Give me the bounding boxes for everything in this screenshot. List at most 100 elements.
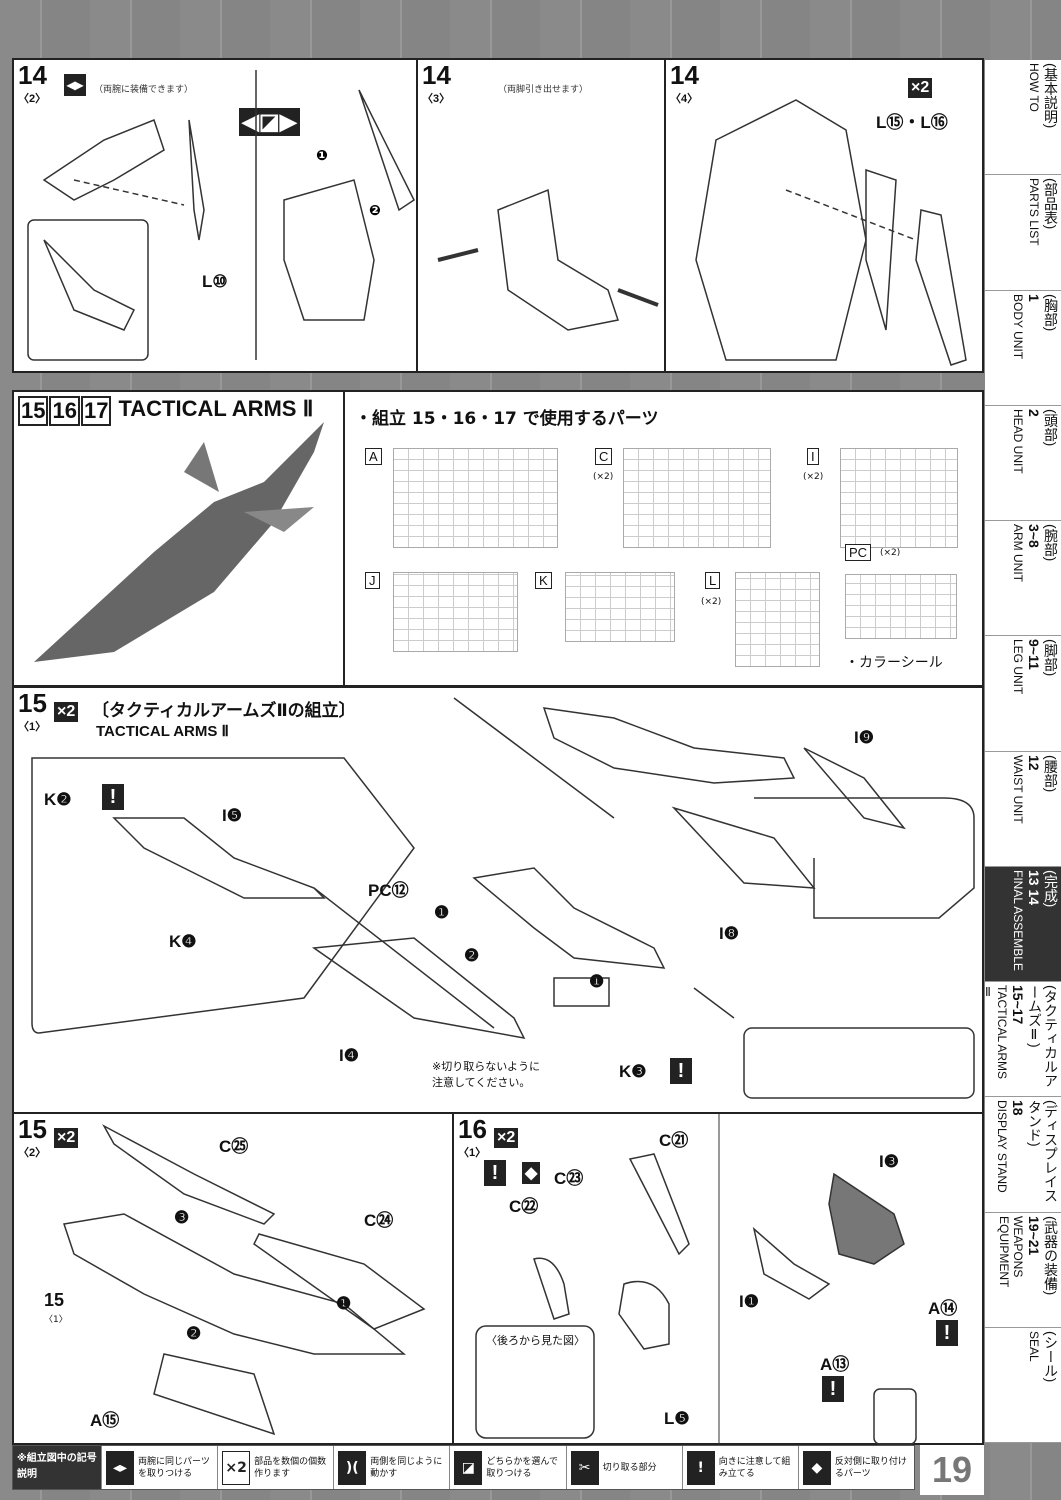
tab-jp: (ディスプレイスタンド) bbox=[1027, 1100, 1059, 1203]
step-14-2-panel: 14 〈2〉 ◂▸ （両腕に装備できます） L⑩ ◀◪▶ ❶ ❷ bbox=[12, 58, 418, 373]
legend-item: )(両側を同じように動かす bbox=[333, 1446, 449, 1489]
runner-label-k: K bbox=[535, 572, 552, 589]
tab-en: TACTICAL ARMS Ⅱ bbox=[981, 985, 1009, 1080]
legend-symbol-icon: ◪ bbox=[454, 1450, 483, 1485]
step-number: 14 bbox=[670, 60, 699, 90]
sidebar-tab[interactable]: (部品表)PARTS LIST bbox=[985, 175, 1061, 291]
multiply-icon: ×2 bbox=[494, 1128, 519, 1148]
parts-runner-panel: ・組立 15・16・17 で使用するパーツ A C (×2) I (×2) J … bbox=[343, 390, 984, 687]
tab-jp: (頭部) bbox=[1043, 408, 1059, 447]
runner-l bbox=[735, 572, 820, 667]
part-label: K❹ bbox=[169, 932, 197, 951]
legend-symbol-icon: ◂▸ bbox=[106, 1450, 134, 1485]
legend-symbol-icon: ! bbox=[686, 1450, 715, 1485]
caution-icon: ! bbox=[484, 1160, 506, 1186]
runner-pc bbox=[845, 574, 957, 639]
tab-en: ARM UNIT bbox=[1011, 524, 1025, 582]
sidebar-tab[interactable]: (基本説明)HOW TO bbox=[985, 60, 1061, 176]
part-label: C㉔ bbox=[364, 1211, 394, 1230]
tab-en: WAIST UNIT bbox=[1011, 754, 1025, 824]
step-marker: ❶ bbox=[316, 148, 328, 164]
sidebar-tab[interactable]: (シール)SEAL bbox=[985, 1328, 1061, 1443]
runner-label-pc: PC bbox=[845, 544, 872, 561]
section-title: TACTICAL ARMS Ⅱ bbox=[118, 396, 314, 421]
substep: 〈1〉 bbox=[18, 721, 47, 733]
runner-label-c: C bbox=[595, 448, 613, 465]
runner-c bbox=[623, 448, 771, 548]
tab-en: LEG UNIT bbox=[1011, 639, 1025, 695]
legend-text: 両側を同じように動かす bbox=[370, 1456, 443, 1479]
part-label: I❺ bbox=[222, 806, 242, 825]
assembly-illustration bbox=[63, 1124, 426, 1436]
step-number: 16 bbox=[458, 1114, 487, 1144]
note: （両腕に装備できます） bbox=[94, 85, 194, 95]
part-label: I❽ bbox=[719, 924, 739, 943]
runner-count: (×2) bbox=[701, 597, 722, 607]
parts-heading: ・組立 15・16・17 で使用するパーツ bbox=[355, 409, 659, 429]
part-label: PC⑫ bbox=[368, 881, 409, 900]
part-label: A⑮ bbox=[90, 1411, 120, 1430]
step-marker: ❶ bbox=[336, 1294, 352, 1313]
step-marker: ❷ bbox=[464, 946, 480, 965]
legend-text: 両腕に同じパーツを取りつける bbox=[138, 1456, 210, 1479]
runner-count: (×2) bbox=[593, 472, 614, 482]
assembly-illustration bbox=[31, 697, 975, 1099]
step-number: 17 bbox=[80, 396, 112, 426]
substep: 〈2〉 bbox=[18, 93, 47, 105]
tab-jp: (腰部) bbox=[1043, 754, 1059, 792]
part-label: I❶ bbox=[739, 1292, 759, 1311]
legend-heading: ※組立図中の記号説明 bbox=[13, 1446, 101, 1489]
tab-en: HEAD UNIT bbox=[1011, 408, 1025, 474]
legend-symbol-icon: ✂ bbox=[570, 1450, 599, 1485]
part-label: I❹ bbox=[339, 1046, 359, 1065]
step-15-1-panel: 15 〈1〉 ×2 〔タクティカルアームズⅡの組立〕 TACTICAL ARMS… bbox=[12, 686, 984, 1114]
tab-jp: (シール) bbox=[1043, 1330, 1059, 1383]
tab-jp: (武器の装備) bbox=[1043, 1215, 1059, 1295]
tab-en: SEAL bbox=[1027, 1330, 1041, 1362]
step-marker: ❸ bbox=[174, 1208, 190, 1227]
step-title-jp: 〔タクティカルアームズⅡの組立〕 bbox=[92, 701, 356, 721]
runner-i bbox=[840, 448, 958, 548]
part-label: C㉑ bbox=[659, 1131, 689, 1150]
both-arms-icon: ◂▸ bbox=[64, 74, 87, 96]
runner-label-i: I bbox=[807, 448, 819, 465]
substep: 〈2〉 bbox=[18, 1147, 47, 1159]
step-marker: ❷ bbox=[186, 1324, 202, 1343]
part-label: A⑬ bbox=[820, 1355, 850, 1374]
multiply-icon: ×2 bbox=[54, 702, 79, 722]
tab-jp: (完成) bbox=[1043, 869, 1059, 908]
tab-en: BODY UNIT bbox=[1011, 293, 1025, 359]
caution-icon: ! bbox=[670, 1058, 692, 1084]
step-number: 14 bbox=[422, 60, 451, 90]
legend-item: !向きに注意して組み立てる bbox=[681, 1446, 798, 1489]
tab-number: 19~21 bbox=[1026, 1215, 1042, 1255]
arm-illustration: ❶ ❷ bbox=[27, 70, 415, 361]
leg-illustration bbox=[437, 188, 659, 331]
legend-symbol-icon: ◆ bbox=[802, 1450, 831, 1485]
note: （両脚引き出せます） bbox=[498, 85, 589, 95]
assembly-illustration bbox=[475, 1114, 917, 1447]
opposite-side-icon: ◆ bbox=[522, 1162, 541, 1184]
tab-en: FINAL ASSEMBLE bbox=[1011, 869, 1025, 971]
part-label: C㉕ bbox=[219, 1137, 249, 1156]
multiply-icon: ×2 bbox=[908, 78, 933, 98]
part-label: K❸ bbox=[619, 1062, 647, 1081]
step-15-17-title-panel: 15 16 17 TACTICAL ARMS Ⅱ bbox=[12, 390, 345, 687]
step-14-4-panel: 14 〈4〉 ×2 L⑮・L⑯ bbox=[664, 58, 984, 373]
multiply-icon: ×2 bbox=[54, 1128, 79, 1148]
step-title-en: TACTICAL ARMS Ⅱ bbox=[96, 723, 229, 740]
legend-item: ◆反対側に取り付けるパーツ bbox=[797, 1446, 914, 1489]
tab-number: 3~8 bbox=[1026, 524, 1042, 548]
legend-text: 部品を数個の個数作ります bbox=[254, 1456, 327, 1479]
